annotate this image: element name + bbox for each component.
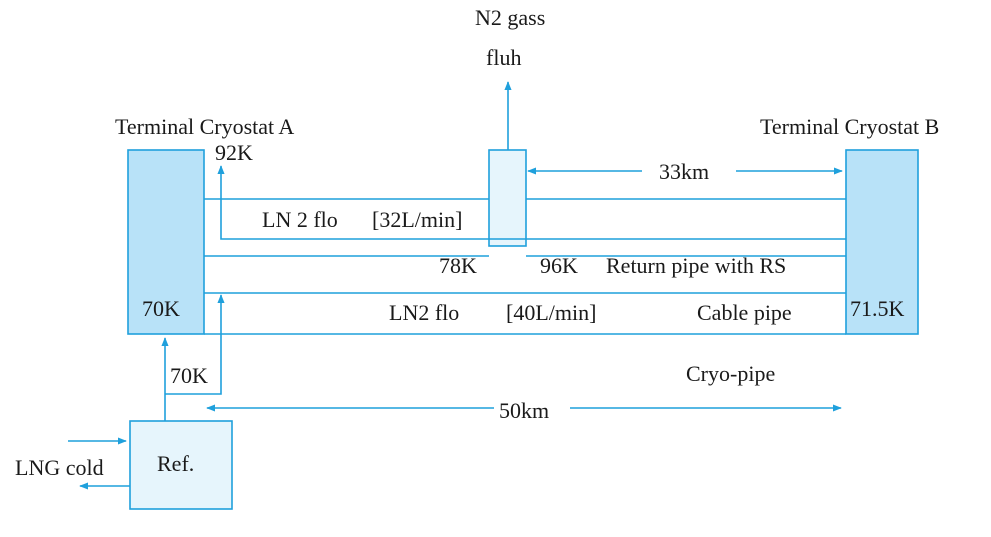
temp-78k-label: 78K xyxy=(439,253,477,278)
distance-33km-label: 33km xyxy=(659,159,710,184)
return-pipe-label: Return pipe with RS xyxy=(606,253,787,278)
temp-71-5k-label: 71.5K xyxy=(850,296,905,321)
ref-label: Ref. xyxy=(157,451,195,476)
distance-50km-label: 50km xyxy=(499,398,550,423)
cryo-pipe-label: Cryo-pipe xyxy=(686,361,776,386)
terminal-cryostat-b-box xyxy=(845,149,919,335)
terminal-cryostat-b-title: Terminal Cryostat B xyxy=(760,114,940,139)
temp-70k-feed-label: 70K xyxy=(170,363,208,388)
temp-92k-label: 92K xyxy=(215,140,253,165)
ln2-flow-upper-label: LN 2 flo xyxy=(262,207,338,232)
ln2-rate-lower-label: [40L/min] xyxy=(506,300,597,325)
terminal-cryostat-a-box xyxy=(127,149,205,335)
lng-cold-label: LNG cold xyxy=(15,455,104,480)
ln2-flow-lower-label: LN2 flo xyxy=(389,300,460,325)
ln2-rate-upper-label: [32L/min] xyxy=(372,207,463,232)
refrigerator-box xyxy=(129,420,233,510)
n2-gas-label: N2 gass xyxy=(475,5,546,30)
temp-70k-cryostat-a-label: 70K xyxy=(142,296,180,321)
ref-feed-to-cable-pipe-arrow xyxy=(165,294,225,395)
temp-96k-label: 96K xyxy=(540,253,578,278)
cable-pipe-label: Cable pipe xyxy=(697,300,792,325)
n2-flush-label: fluh xyxy=(486,45,522,70)
n2-flush-box xyxy=(488,149,527,247)
terminal-cryostat-a-title: Terminal Cryostat A xyxy=(115,114,295,139)
ln2-flow-upper-arrow xyxy=(217,165,489,240)
